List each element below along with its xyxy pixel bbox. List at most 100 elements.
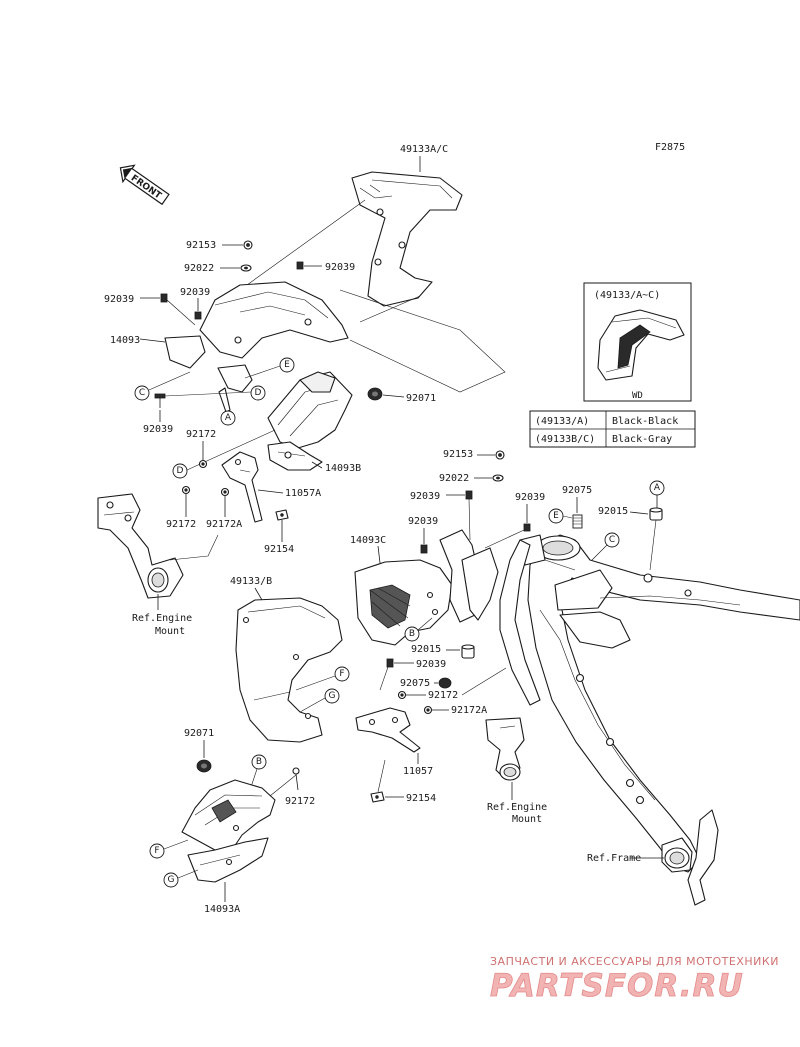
label-92172A-b: 92172A <box>451 705 487 716</box>
svg-text:A: A <box>654 483 661 493</box>
pin-92039-d <box>154 393 166 408</box>
ref-frame: Ref.Frame <box>587 853 641 864</box>
svg-text:E: E <box>553 511 559 521</box>
color-table-color-1: Black-Black <box>612 416 678 427</box>
cowl-49133AC <box>351 171 463 307</box>
ref-engine-mount-2b: Mount <box>512 814 542 825</box>
clip-92039-b <box>160 293 168 303</box>
duct-14093C <box>354 529 499 646</box>
screw-92172-b <box>181 485 191 495</box>
color-table-color-2: Black-Gray <box>612 434 672 445</box>
label-11057A: 11057A <box>285 488 321 499</box>
callout-E-b: E <box>548 508 564 524</box>
label-92172-d: 92172 <box>285 796 315 807</box>
duct-14093 <box>164 281 349 413</box>
washer-92022-a <box>240 264 252 272</box>
label-14093A: 14093A <box>204 904 240 915</box>
inset-box: (49133/A~C) WD <box>583 282 692 402</box>
label-92039-d: 92039 <box>143 424 173 435</box>
figure-code: F2875 <box>655 142 685 153</box>
label-92015-b: 92015 <box>411 644 441 655</box>
svg-text:D: D <box>255 388 262 398</box>
inset-title: (49133/A~C) <box>594 290 660 301</box>
callout-F-a: F <box>334 666 350 682</box>
label-14093B: 14093B <box>325 463 361 474</box>
callout-B-b: B <box>251 754 267 770</box>
clip-92039-h <box>386 658 394 668</box>
bracket-11057A <box>221 451 263 523</box>
clip-92039-g <box>420 544 428 554</box>
label-92039-f: 92039 <box>515 492 545 503</box>
svg-text:F: F <box>154 846 159 856</box>
duct-14093A <box>181 779 276 883</box>
grommet-92071-b <box>196 759 212 773</box>
label-92172-a: 92172 <box>186 429 216 440</box>
svg-text:A: A <box>225 413 232 423</box>
ref-engine-mount-1a: Ref.Engine <box>132 613 192 624</box>
nut-92154-a <box>275 509 289 521</box>
spring-92075-a <box>572 514 583 529</box>
label-49133B: 49133/B <box>230 576 272 587</box>
callout-B-a: B <box>404 626 420 642</box>
duct-14093B <box>267 371 353 471</box>
clip-92039-a <box>296 261 304 270</box>
svg-text:B: B <box>409 629 415 639</box>
callout-A-b: A <box>649 480 665 496</box>
label-49133AC: 49133A/C <box>400 144 448 155</box>
screw-92172-d <box>292 767 300 791</box>
label-92071-a: 92071 <box>406 393 436 404</box>
watermark-tagline: ЗАПЧАСТИ И АКСЕССУАРЫ ДЛЯ МОТОТЕХНИКИ <box>490 955 779 968</box>
frame-assembly <box>499 534 800 906</box>
screw-92172A-b <box>423 705 433 715</box>
bracket-11057 <box>355 707 421 753</box>
label-92022-a: 92022 <box>184 263 214 274</box>
watermark-logo: PARTSFOR.RU <box>490 968 744 1004</box>
screw-92172-a <box>198 459 208 469</box>
label-92172-b: 92172 <box>166 519 196 530</box>
color-table-part-2: (49133B/C) <box>535 434 595 445</box>
callout-C-b: C <box>604 532 620 548</box>
clip-92039-c <box>194 311 202 320</box>
svg-text:F: F <box>339 669 344 679</box>
fastener-92153-a <box>243 240 253 250</box>
label-92022-b: 92022 <box>439 473 469 484</box>
screw-92172A-a <box>220 487 230 497</box>
clip-92039-e <box>465 490 473 500</box>
label-92154-a: 92154 <box>264 544 294 555</box>
svg-text:E: E <box>284 360 290 370</box>
collar-92015-a <box>649 507 663 521</box>
panel-49133B <box>235 597 343 743</box>
color-table-part-1: (49133/A) <box>535 416 589 427</box>
svg-text:C: C <box>609 535 615 545</box>
callout-F-b: F <box>149 843 165 859</box>
svg-text:G: G <box>329 691 336 701</box>
ref-engine-mount-1b: Mount <box>155 626 185 637</box>
color-table: (49133/A) Black-Black (49133B/C) Black-G… <box>529 410 696 448</box>
label-92039-e: 92039 <box>410 491 440 502</box>
label-92075-b: 92075 <box>400 678 430 689</box>
collar-92015-b <box>461 644 475 659</box>
label-92039-h: 92039 <box>416 659 446 670</box>
grommet-92071-a <box>367 387 383 401</box>
label-11057: 11057 <box>403 766 433 777</box>
screw-92172-c <box>397 690 407 700</box>
callout-E-a: E <box>279 357 295 373</box>
grommet-92075-b <box>438 677 452 689</box>
svg-text:D: D <box>177 466 184 476</box>
label-92039-a: 92039 <box>325 262 355 273</box>
washer-92022-b <box>492 474 504 482</box>
svg-text:B: B <box>256 757 262 767</box>
engine-mount-left <box>97 493 184 599</box>
label-92039-g: 92039 <box>408 516 438 527</box>
nut-92154-b <box>370 791 385 803</box>
engine-mount-right <box>485 717 525 781</box>
label-92153-b: 92153 <box>443 449 473 460</box>
callout-G-a: G <box>324 688 340 704</box>
clip-92039-f <box>523 523 531 532</box>
label-92039-c: 92039 <box>180 287 210 298</box>
label-92172A-a: 92172A <box>206 519 242 530</box>
ref-engine-mount-2a: Ref.Engine <box>487 802 547 813</box>
label-14093C: 14093C <box>350 535 386 546</box>
label-92071-b: 92071 <box>184 728 214 739</box>
